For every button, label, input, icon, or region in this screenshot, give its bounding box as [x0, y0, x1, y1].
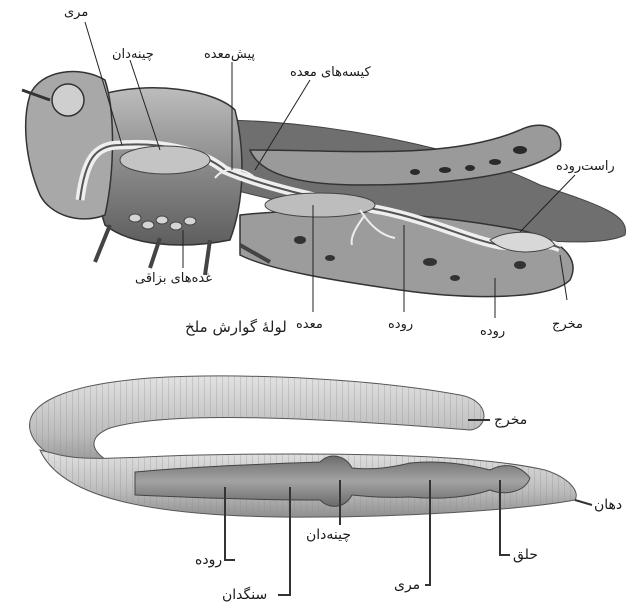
- label-intestine-mid: روده: [388, 318, 413, 331]
- label-rectum: راست‌روده: [556, 160, 615, 173]
- grasshopper-caption: لولهٔ گوارش ملخ: [185, 318, 287, 336]
- worm-label-gizzard: سنگدان: [222, 588, 267, 602]
- grasshopper-eye: [52, 84, 84, 116]
- grasshopper-crop: [120, 146, 210, 174]
- label-anus: مخرج: [552, 318, 583, 331]
- earthworm-illustration: [30, 376, 577, 517]
- label-crop: چینه‌دان: [112, 48, 154, 61]
- label-proventriculus: پیش‌معده: [204, 48, 255, 61]
- worm-label-pharynx: حلق: [513, 548, 538, 562]
- label-gastric-caeca: کیسه‌های معده: [290, 66, 371, 79]
- label-stomach: معده: [296, 318, 323, 331]
- grasshopper-illustration: [22, 72, 626, 297]
- grasshopper-stomach: [265, 193, 375, 217]
- worm-label-anus: مخرج: [494, 413, 527, 427]
- label-esophagus: مری: [64, 6, 88, 19]
- worm-label-mouth: دهان: [594, 498, 622, 512]
- worm-label-intestine: روده: [195, 553, 222, 567]
- worm-label-esophagus: مری: [394, 578, 420, 592]
- label-salivary-glands: غده‌های بزاقی: [135, 272, 212, 285]
- worm-label-crop: چینه‌دان: [306, 528, 351, 542]
- label-intestine-hind: روده: [480, 325, 505, 338]
